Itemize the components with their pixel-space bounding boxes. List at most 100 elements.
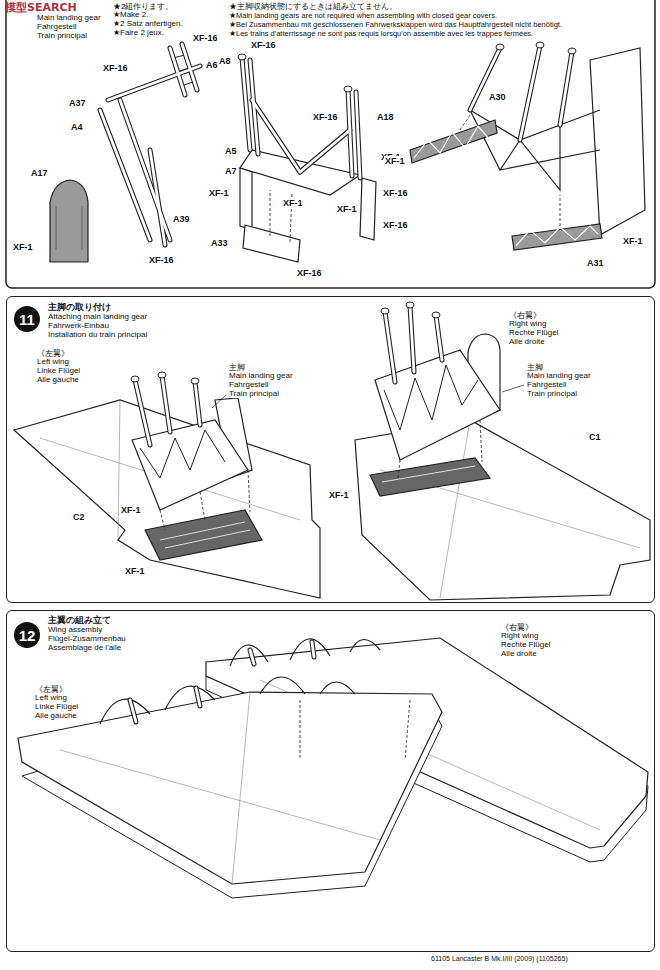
step-number-text: 12 bbox=[19, 627, 36, 644]
step-heading: Wing assembly bbox=[47, 625, 103, 634]
step-heading: Assemblage de l'aile bbox=[47, 643, 122, 652]
label-text: Fahrgestell bbox=[526, 380, 568, 389]
line-art bbox=[410, 120, 497, 163]
label-text: Aile gauche bbox=[34, 711, 78, 720]
line-art bbox=[131, 376, 139, 382]
label-text: Fahrgestell bbox=[228, 380, 270, 389]
line-art bbox=[158, 372, 166, 378]
line-art bbox=[100, 44, 572, 722]
label-text: ★2 Satz anfertigen. bbox=[112, 19, 184, 28]
line-art bbox=[536, 42, 544, 48]
line-art bbox=[432, 312, 440, 318]
note-text: ★Bei Zusammenbau mit geschlossenen Fahrw… bbox=[228, 20, 563, 29]
part-number: XF-1 bbox=[622, 236, 644, 246]
part-number: XF-16 bbox=[312, 112, 339, 122]
part-number: A6 bbox=[205, 60, 219, 70]
part-number: C2 bbox=[72, 512, 86, 522]
label-text: Left wing bbox=[36, 357, 70, 366]
part-number: XF-1 bbox=[12, 242, 34, 252]
line-art bbox=[18, 692, 442, 884]
part-number: XF-16 bbox=[192, 33, 219, 43]
step-circle-shape bbox=[14, 306, 40, 332]
step-heading: Fahrwerk-Einbau bbox=[47, 321, 110, 330]
step-heading: Installation du train principal bbox=[47, 330, 148, 339]
part-number: XF-16 bbox=[382, 188, 409, 198]
line-art bbox=[516, 226, 598, 246]
line-art bbox=[160, 522, 250, 548]
part-number: A4 bbox=[70, 122, 84, 132]
line-art bbox=[406, 302, 414, 308]
line-art bbox=[512, 224, 602, 250]
label-text: Main landing gear bbox=[36, 13, 102, 22]
label-text: Aile droite bbox=[508, 337, 546, 346]
line-art bbox=[460, 115, 560, 226]
step-circle-shape bbox=[14, 622, 40, 648]
line-art bbox=[360, 178, 376, 240]
line-art bbox=[100, 677, 355, 724]
label-text: Train principal bbox=[526, 389, 578, 398]
line-art bbox=[243, 225, 300, 262]
part-number: XF-1 bbox=[328, 490, 350, 500]
part-number: A17 bbox=[30, 168, 49, 178]
part-number: XF-16 bbox=[382, 220, 409, 230]
label-text: Aile gauche bbox=[36, 375, 80, 384]
part-number: A31 bbox=[586, 258, 605, 268]
part-number: XF-1 bbox=[208, 188, 230, 198]
step-number: 11 bbox=[13, 305, 41, 333]
label-text: Rechte Flügel bbox=[508, 328, 559, 337]
label-text: Main landing gear bbox=[228, 371, 294, 380]
footer-text: 61105 Lancaster B Mk.I/III (2009) (11052… bbox=[430, 955, 569, 962]
part-number: XF-1 bbox=[124, 566, 146, 576]
part-number: XF-1 bbox=[120, 505, 142, 515]
step-number-text: 11 bbox=[19, 311, 35, 328]
line-art bbox=[344, 86, 352, 92]
label-text: Main landing gear bbox=[526, 371, 592, 380]
line-art bbox=[381, 308, 389, 314]
line-art bbox=[140, 430, 225, 478]
part-number: A33 bbox=[210, 238, 229, 248]
label-text: ★Make 2. bbox=[112, 10, 149, 19]
line-art bbox=[238, 54, 246, 60]
line-art bbox=[212, 395, 226, 408]
step-heading: Flügel-Zusammenbau bbox=[47, 634, 127, 643]
part-number: A5 bbox=[224, 146, 238, 156]
line-art bbox=[14, 400, 320, 598]
part-number: XF-1 bbox=[282, 198, 304, 208]
part-number: XF-16 bbox=[250, 40, 277, 50]
line-art bbox=[191, 378, 199, 384]
line-art bbox=[100, 44, 572, 722]
part-number: XF-16 bbox=[148, 255, 175, 265]
label-text: Train principal bbox=[36, 31, 88, 40]
line-art bbox=[502, 385, 524, 392]
label-text: Linke Flügel bbox=[36, 366, 81, 375]
label-text: Right wing bbox=[508, 319, 547, 328]
label-text: Left wing bbox=[34, 693, 68, 702]
label-text: Aile droite bbox=[500, 649, 538, 658]
part-number: A18 bbox=[376, 112, 395, 122]
line-art bbox=[160, 470, 250, 530]
label-text: Right wing bbox=[500, 631, 539, 640]
line-art bbox=[370, 458, 490, 496]
step-panel: 11主脚の取り付けAttaching main landing gearFahr… bbox=[6, 296, 655, 603]
step-heading: Attaching main landing gear bbox=[47, 312, 148, 321]
part-number: C1 bbox=[588, 432, 602, 442]
line-art bbox=[240, 168, 252, 230]
line-art bbox=[496, 44, 504, 50]
line-art bbox=[590, 48, 645, 235]
line-art bbox=[568, 48, 576, 54]
line-art bbox=[60, 692, 380, 884]
note-text: ★Main landing gears are not required whe… bbox=[228, 11, 498, 20]
part-number: A30 bbox=[488, 92, 507, 102]
part-number: XF-16 bbox=[296, 268, 323, 278]
part-number: A8 bbox=[218, 56, 232, 66]
part-number: A39 bbox=[172, 214, 191, 224]
line-art bbox=[56, 206, 82, 250]
line-art bbox=[145, 510, 262, 560]
label-text: Rechte Flügel bbox=[500, 640, 551, 649]
step-number: 12 bbox=[13, 621, 41, 649]
part-number: XF-16 bbox=[102, 63, 129, 73]
line-art bbox=[300, 700, 410, 760]
note-text: ★Les trains d'atterrissage ne sont pas r… bbox=[228, 29, 534, 38]
